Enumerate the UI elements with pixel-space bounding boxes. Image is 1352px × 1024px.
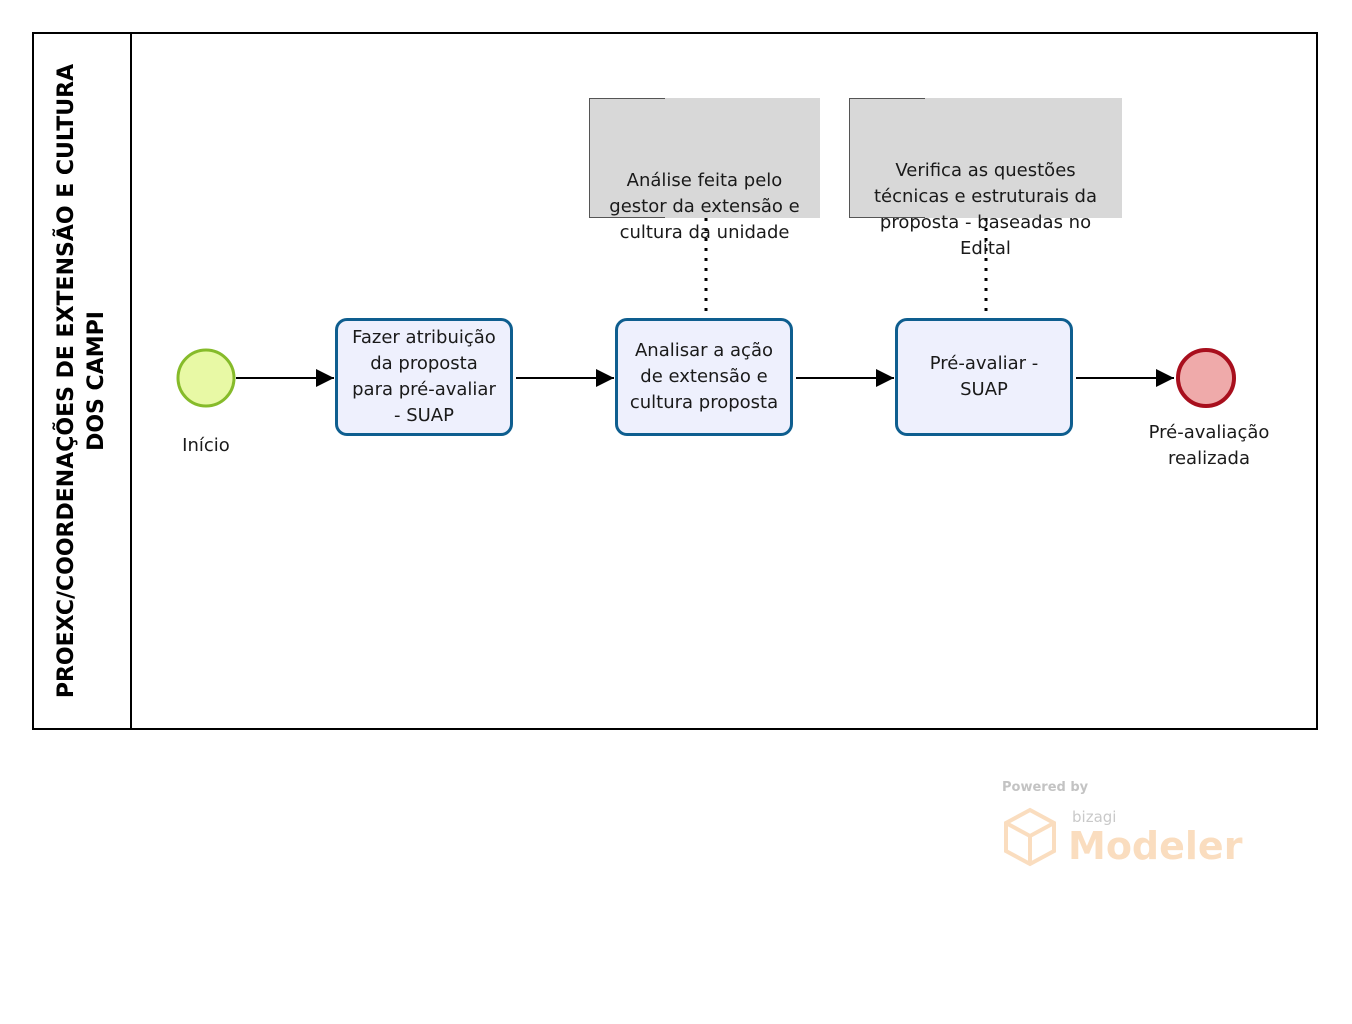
start-event-label: Início <box>182 435 230 456</box>
bizagi-cube-icon <box>1004 807 1056 867</box>
watermark-brand: bizagi <box>1072 808 1117 826</box>
annotation-verifica[interactable]: Verifica as questões técnicas e estrutur… <box>849 98 1122 259</box>
annotation-analise[interactable]: Análise feita pelo gestor da extensão e … <box>589 98 820 243</box>
task-analisar-acao[interactable]: Analisar a ação de extensão e cultura pr… <box>615 318 793 436</box>
end-event-label: Pré-avaliação realizada <box>1148 422 1270 469</box>
watermark-powered: Powered by <box>1002 780 1089 795</box>
task-fazer-atribuicao[interactable]: Fazer atribuição da proposta para pré-av… <box>335 318 513 436</box>
pool: PROEXC/COORDENAÇÕES DE EXTENSÃO E CULTUR… <box>32 32 1318 730</box>
annotation-text: Verifica as questões técnicas e estrutur… <box>873 160 1098 259</box>
watermark-product: Modeler <box>1068 824 1243 868</box>
annotation-bracket <box>589 98 665 218</box>
annotation-text: Análise feita pelo gestor da extensão e … <box>609 170 800 243</box>
annotation-bracket <box>849 98 925 218</box>
end-event[interactable] <box>1176 348 1236 408</box>
start-event[interactable] <box>176 348 236 408</box>
task-pre-avaliar[interactable]: Pré-avaliar - SUAP <box>895 318 1073 436</box>
pool-header: PROEXC/COORDENAÇÕES DE EXTENSÃO E CULTUR… <box>34 34 132 728</box>
